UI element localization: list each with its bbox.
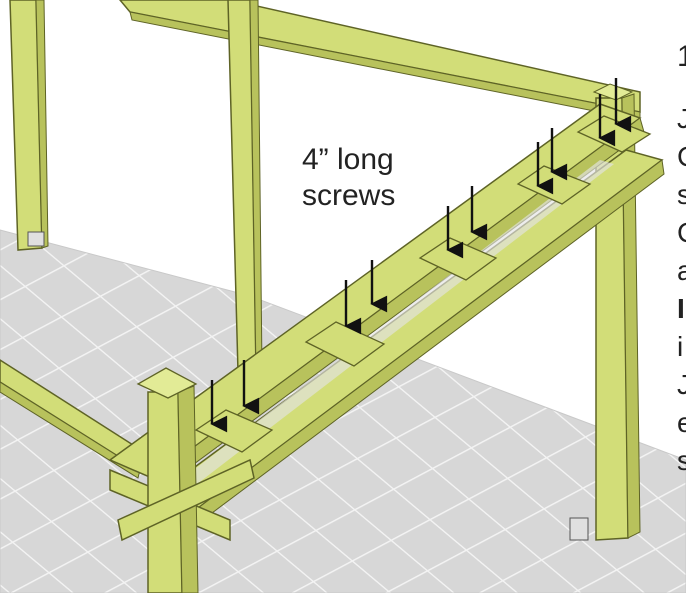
back-beam <box>119 0 641 121</box>
front-left-post <box>109 367 255 593</box>
clipped-text-column: J C s C a I i J e s <box>677 100 686 480</box>
step-number: 1 <box>677 40 686 73</box>
clipped-letter: J <box>677 103 686 134</box>
post-cap-icon <box>592 83 634 101</box>
post-cap-icon <box>136 367 198 399</box>
middle-post <box>227 0 263 373</box>
clipped-letter: J <box>677 369 686 400</box>
clipped-letter: e <box>677 407 686 438</box>
clipped-letter: I <box>677 293 685 324</box>
callout-line-2: screws <box>302 179 396 212</box>
clipped-letter: a <box>677 255 686 286</box>
clipped-letter: C <box>677 214 686 252</box>
screw-arrows <box>210 78 632 433</box>
clipped-letter: C <box>677 138 686 176</box>
top-beam-assembly <box>108 103 665 529</box>
screw-callout: 4” long screws <box>302 142 412 214</box>
callout-line-1: 4” long <box>302 143 394 176</box>
clipped-letter: i <box>677 331 684 362</box>
clipped-letter: s <box>677 445 686 476</box>
clipped-letter: s <box>677 179 686 210</box>
back-left-post <box>9 0 49 251</box>
post-anchor-icon <box>569 517 589 541</box>
right-post <box>569 83 641 541</box>
post-anchor-icon <box>27 231 45 247</box>
